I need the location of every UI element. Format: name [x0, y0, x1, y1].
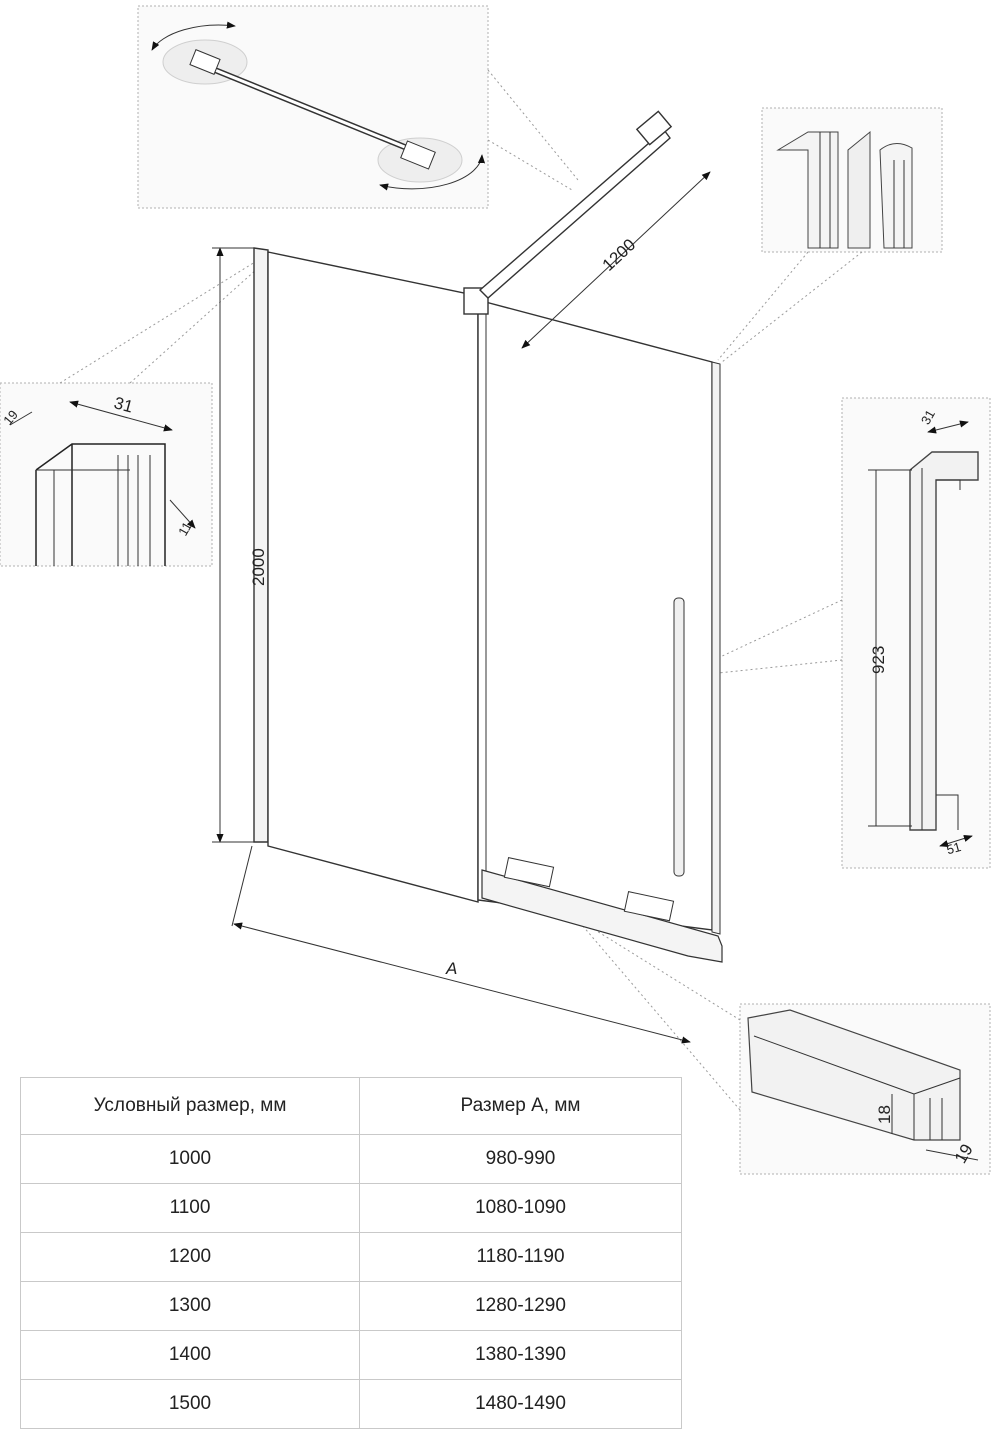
handle-length-label: 923: [869, 646, 888, 674]
nominal-size-cell: 1000: [20, 1134, 360, 1184]
height-label: 2000: [249, 548, 268, 586]
profile-top-label: 31: [112, 393, 135, 416]
table-header-row: Условный размер, мм Размер A, мм: [20, 1077, 682, 1135]
table-row: 1500 1480-1490: [20, 1379, 682, 1429]
rail-height-label: 18: [875, 1105, 894, 1124]
width-label: A: [445, 959, 457, 978]
fixed-glass-panel: [267, 251, 479, 903]
size-a-cell: 980-990: [359, 1134, 682, 1184]
nominal-size-cell: 1100: [20, 1183, 360, 1233]
table-row: 1300 1280-1290: [20, 1281, 682, 1331]
nominal-size-cell: 1200: [20, 1232, 360, 1282]
table-row: 1400 1380-1390: [20, 1330, 682, 1380]
handle-base-label: 51: [945, 839, 963, 857]
header-nominal-size: Условный размер, мм: [20, 1077, 360, 1135]
nominal-size-cell: 1500: [20, 1379, 360, 1429]
handle-detail: 923 31 51: [841, 397, 991, 869]
table-row: 1200 1180-1190: [20, 1232, 682, 1282]
size-a-cell: 1380-1390: [359, 1330, 682, 1380]
header-size-a: Размер A, мм: [359, 1077, 682, 1135]
size-a-cell: 1280-1290: [359, 1281, 682, 1331]
size-table: Условный размер, мм Размер A, мм 1000 98…: [20, 1077, 682, 1429]
nominal-size-cell: 1400: [20, 1330, 360, 1380]
shower-door: [253, 110, 723, 963]
wall-profile-detail: 31 19 11: [0, 382, 213, 567]
nominal-size-cell: 1300: [20, 1281, 360, 1331]
rail-detail: 18 19: [739, 1003, 991, 1175]
table-row: 1100 1080-1090: [20, 1183, 682, 1233]
handle-depth-label: 31: [918, 407, 938, 427]
size-a-cell: 1180-1190: [359, 1232, 682, 1282]
size-a-cell: 1080-1090: [359, 1183, 682, 1233]
seal-profile-detail: [761, 107, 943, 253]
size-a-cell: 1480-1490: [359, 1379, 682, 1429]
brace-detail: [137, 5, 489, 209]
brace-length-label: 1200: [599, 235, 640, 275]
profile-gap-label: 11: [175, 519, 195, 538]
table-row: 1000 980-990: [20, 1134, 682, 1184]
